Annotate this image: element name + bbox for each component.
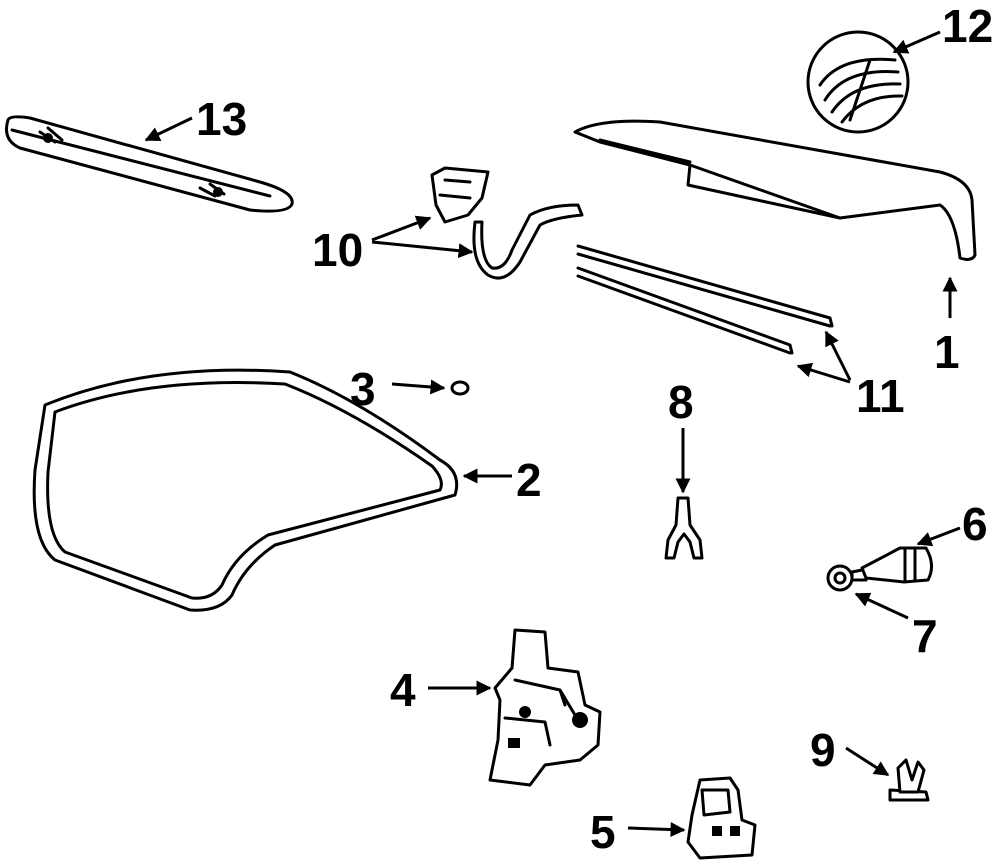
callout-11: 11 [856, 370, 905, 422]
part-3-plug [450, 380, 470, 396]
callout-4: 4 [390, 664, 416, 716]
callout-9: 9 [810, 724, 836, 776]
callout-7: 7 [912, 610, 938, 662]
part-1-trunk-lid [573, 119, 977, 261]
part-13-spoiler [5, 115, 294, 213]
part-6-lock-cylinder [850, 546, 933, 584]
callout-2: 2 [516, 454, 542, 506]
callout-10: 10 [312, 224, 363, 276]
part-11-rods [576, 244, 834, 355]
part-9-bumper [888, 758, 930, 802]
leader-lines [144, 30, 961, 838]
callout-12: 12 [942, 0, 993, 52]
part-8-clip [664, 496, 704, 560]
callout-13: 13 [196, 93, 247, 145]
part-4-latch [488, 628, 602, 787]
part-2-weatherstrip [32, 368, 459, 612]
part-5-striker [686, 776, 757, 860]
callout-5: 5 [590, 806, 616, 858]
callout-1: 1 [934, 326, 960, 378]
part-12-emblem [806, 30, 910, 134]
part-10-hinge [430, 166, 584, 280]
callout-8: 8 [668, 376, 694, 428]
callout-3: 3 [350, 363, 376, 415]
part-7-washer [826, 564, 854, 592]
callout-6: 6 [962, 498, 988, 550]
